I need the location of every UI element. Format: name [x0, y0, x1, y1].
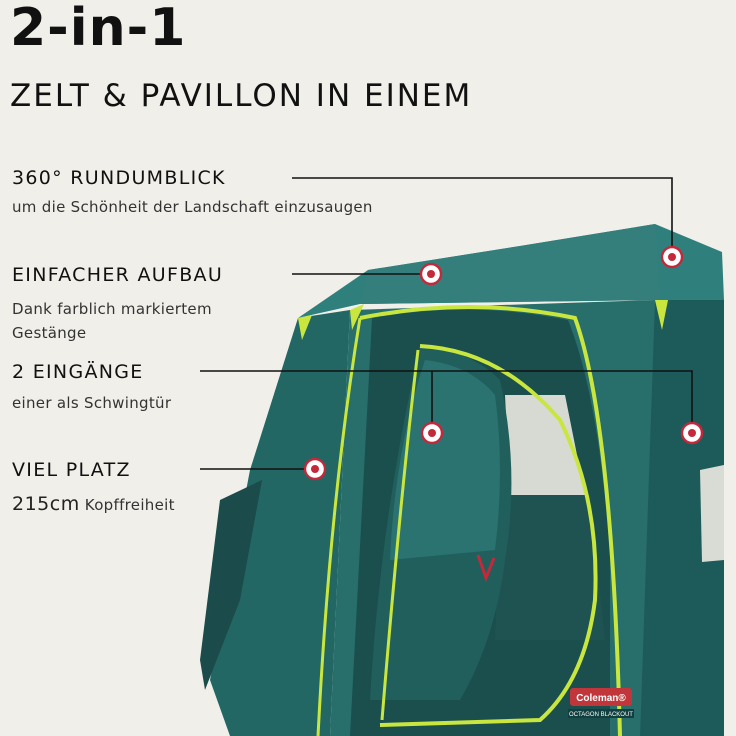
headline: 2-in-1 [10, 0, 187, 58]
marker-eingang-side [680, 421, 704, 445]
tent-interior-floor [495, 495, 605, 640]
tent-right-window [700, 465, 724, 562]
door-trim-outer [359, 305, 622, 736]
model-patch [568, 709, 634, 718]
brand-patch [570, 688, 632, 706]
marker-rundumblick [660, 245, 684, 269]
feature-desc-aufbau-line2: Gestänge [12, 324, 87, 342]
marker-platz [303, 457, 327, 481]
feature-desc-aufbau-line1: Dank farblich markiertem [12, 300, 212, 318]
callout-line-rundumblick [292, 177, 673, 257]
tent-door-mesh [390, 360, 500, 560]
feature-desc-platz: 215cm Kopffreiheit [12, 493, 175, 516]
door-trim-left [316, 317, 362, 736]
pole-clip-right [655, 300, 668, 330]
headroom-value: 215cm [12, 493, 80, 515]
feature-title-aufbau: EINFACHER AUFBAU [12, 264, 224, 286]
model-label: OCTAGON BLACKOUT [569, 712, 633, 718]
swing-door-trim [379, 344, 598, 727]
headroom-text: Kopffreiheit [79, 496, 175, 514]
door-pull-tab [476, 554, 496, 583]
tent-roof-shade [360, 224, 660, 304]
feature-title-eingaenge: 2 EINGÄNGE [12, 361, 144, 383]
subheadline: ZELT & PAVILLON IN EINEM [10, 78, 473, 114]
tent-interior-wall [505, 395, 585, 495]
feature-desc-eingaenge: einer als Schwingtür [12, 394, 172, 412]
pole-clip-left [298, 315, 312, 340]
feature-desc-rundumblick: um die Schönheit der Landschaft einzusau… [12, 198, 373, 216]
feature-title-platz: VIEL PLATZ [12, 459, 131, 481]
callout-line-eingaenge [200, 370, 693, 433]
marker-aufbau [419, 262, 443, 286]
feature-title-rundumblick: 360° RUNDUMBLICK [12, 167, 226, 189]
tent-left-flap [200, 480, 262, 690]
pole-clip-center [350, 304, 364, 330]
tent-left-wall [210, 310, 350, 736]
marker-eingang-door [420, 421, 444, 445]
swing-door-inner-trim [380, 349, 420, 721]
brand-label: Coleman® [576, 693, 626, 704]
